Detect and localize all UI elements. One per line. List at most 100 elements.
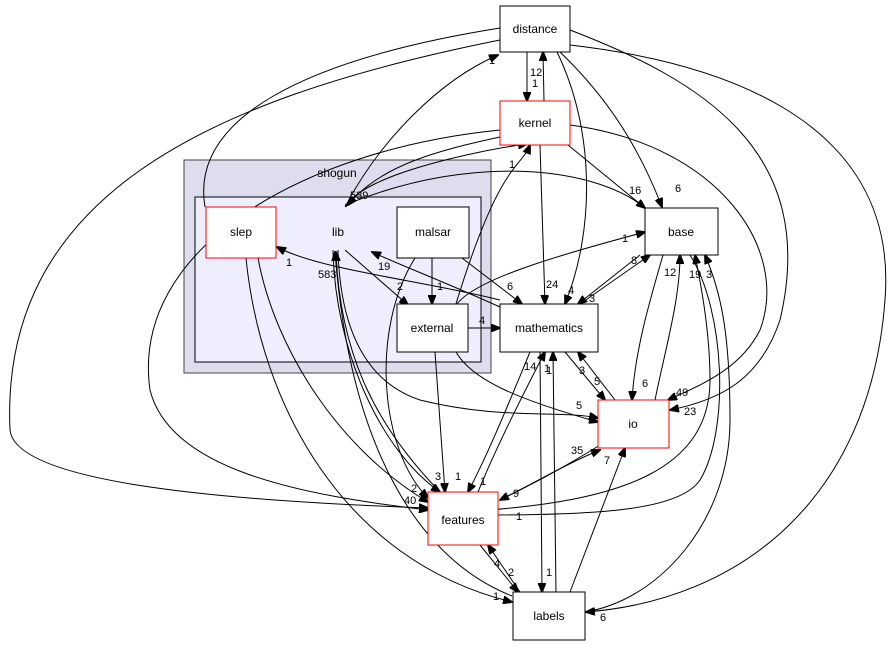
edge-slep-labels [245, 257, 512, 602]
edge-label: 2 [411, 483, 417, 495]
edge-kernel-base [567, 144, 645, 208]
edge-labels-io [569, 448, 625, 593]
edge-label: 35 [571, 445, 583, 457]
edge-label: 4 [494, 558, 500, 570]
edge-labels-lib [335, 252, 513, 597]
edge-math-labels [540, 351, 542, 592]
edge-label: 6 [600, 612, 606, 624]
edge-io-math [578, 352, 616, 401]
edge-label: 2 [397, 281, 403, 293]
edge-label: 4 [479, 315, 485, 327]
edge-label: 1 [489, 55, 495, 67]
edge-base-io [632, 254, 664, 400]
edge-io-features [500, 444, 601, 500]
edge-labels-features [488, 545, 521, 593]
node-mathematics[interactable]: mathematics [499, 303, 599, 353]
node-distance[interactable]: distance [499, 5, 571, 53]
edge-label: 3 [435, 471, 441, 483]
edge-label: 2 [508, 567, 514, 579]
edge-math-features [468, 351, 531, 492]
edge-distance-features [9, 39, 501, 508]
node-base[interactable]: base [644, 207, 719, 256]
cluster-shogun-label: shogun [317, 166, 356, 180]
edge-math-lib [372, 252, 501, 308]
node-malsar-label: malsar [415, 225, 451, 239]
edge-label: 1 [509, 159, 515, 171]
edge-label: 1 [532, 78, 538, 90]
edge-label: 1 [493, 591, 499, 603]
node-base-label: base [668, 225, 694, 239]
edge-features-base [487, 255, 711, 511]
edge-distance-math [556, 51, 588, 304]
edge-label: 16 [629, 185, 641, 197]
node-kernel[interactable]: kernel [499, 100, 571, 146]
edge-external-base [454, 232, 645, 308]
edge-label: 19 [689, 269, 701, 281]
edges [9, 27, 887, 613]
node-slep-label: slep [230, 225, 252, 239]
node-slep[interactable]: slep [205, 206, 277, 259]
node-kernel-label: kernel [519, 116, 552, 130]
edge-label: 5 [594, 376, 600, 388]
node-io-label: io [628, 417, 638, 431]
edge-label: 6 [507, 281, 513, 293]
edge-malsar-math [461, 257, 522, 304]
node-distance-label: distance [513, 22, 558, 36]
edge-malsar-features [385, 257, 428, 498]
node-malsar[interactable]: malsar [396, 206, 470, 259]
edge-kernel-math [539, 144, 545, 304]
edge-label: 19 [378, 261, 390, 273]
node-lib[interactable]: lib [332, 225, 344, 239]
edge-label: 3 [589, 293, 595, 305]
node-mathematics-label: mathematics [515, 321, 583, 335]
edge-label: 1 [516, 511, 522, 523]
edge-slep-features [257, 257, 428, 502]
node-lib-label: lib [332, 225, 344, 239]
edge-features-math [477, 352, 545, 493]
node-labels[interactable]: labels [512, 591, 586, 641]
edge-label: 1 [437, 281, 443, 293]
edge-label: 1 [544, 363, 550, 375]
edge-label: 8 [631, 255, 637, 267]
edge-external-features [434, 351, 445, 492]
node-labels-label: labels [533, 609, 564, 623]
edge-label: 3 [706, 269, 712, 281]
edge-labels-base [584, 255, 731, 613]
edge-kernel-distance [543, 52, 544, 102]
node-external-label: external [411, 321, 454, 335]
edge-kernel-features [147, 129, 501, 510]
node-features-label: features [441, 513, 484, 527]
node-external[interactable]: external [396, 303, 469, 353]
edge-label: 1 [546, 567, 552, 579]
edge-math-base [579, 255, 650, 305]
edge-labels-math [553, 352, 556, 593]
edge-label: 23 [684, 406, 696, 418]
edge-lib-features [332, 249, 440, 492]
edge-label: 1 [286, 257, 292, 269]
edge-distance-base [559, 51, 662, 207]
edge-label: 12 [530, 67, 542, 79]
node-io[interactable]: io [597, 399, 670, 449]
edge-base-lib [344, 170, 646, 209]
edge-label: 6 [642, 378, 648, 390]
edge-label: 1 [622, 233, 628, 245]
edge-label: 1 [480, 476, 486, 488]
edge-label: 40 [404, 495, 416, 507]
edge-distance-labels [569, 44, 887, 612]
edge-label: 12 [664, 267, 676, 279]
edge-label: 1 [546, 365, 552, 377]
edge-label: 7 [604, 455, 610, 467]
node-features[interactable]: features [427, 491, 499, 546]
edge-label: 24 [546, 279, 558, 291]
edge-label: 14 [524, 361, 536, 373]
edge-label: 1 [455, 471, 461, 483]
edge-lib-distance [344, 55, 498, 208]
edge-label: 4 [568, 285, 574, 297]
edge-label: 583 [318, 269, 336, 281]
edge-features-labels [479, 544, 518, 592]
edge-label: 5 [576, 400, 582, 412]
edge-labels: 1 12 1 539 1 16 6 1 8 3 1 583 19 1 2 6 2… [286, 55, 712, 624]
edge-base-features [488, 254, 721, 515]
edge-math-io [564, 351, 605, 400]
